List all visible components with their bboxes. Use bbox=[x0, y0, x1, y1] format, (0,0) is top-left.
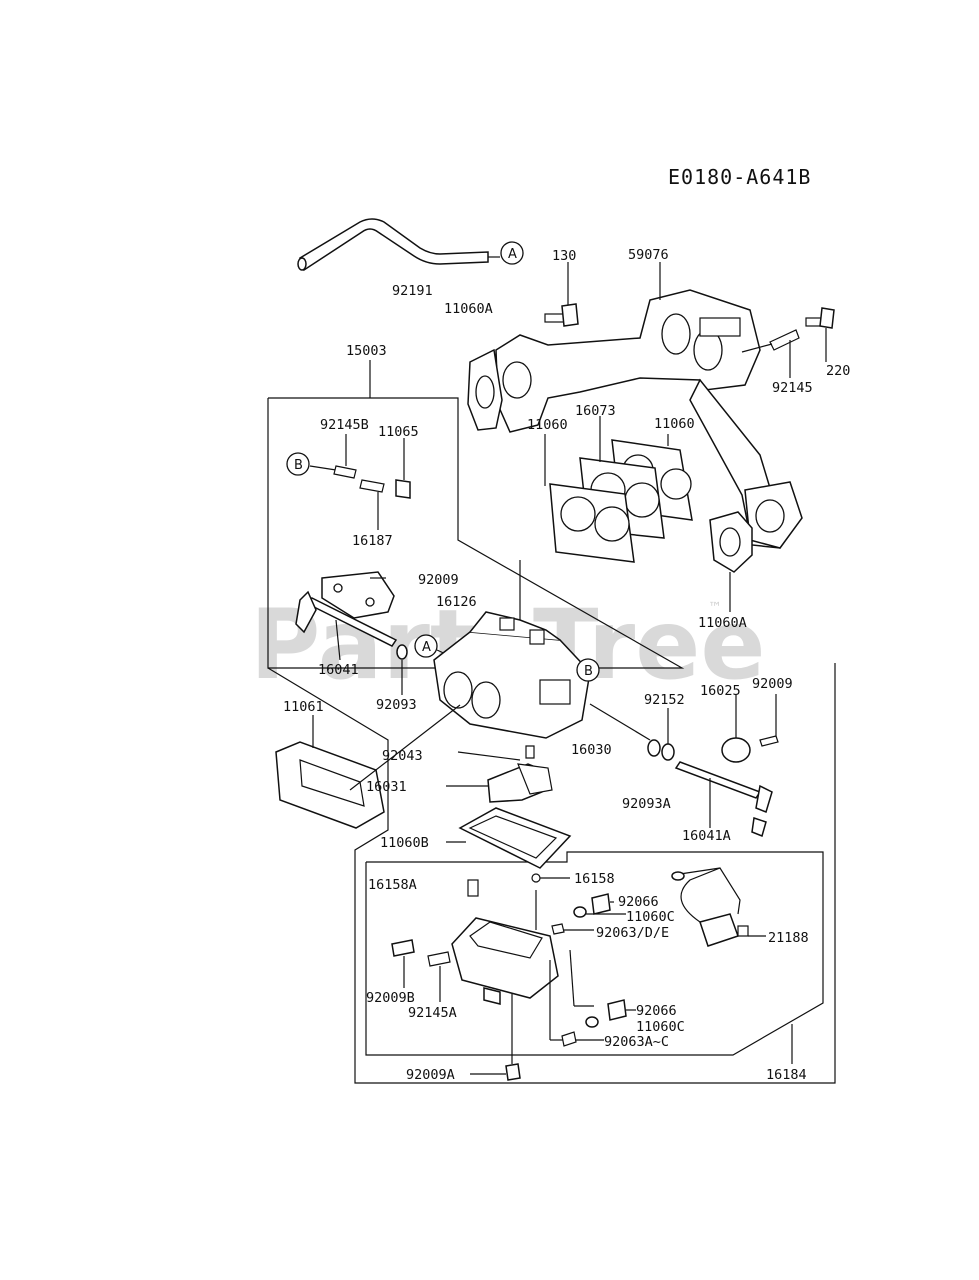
float-16031-part bbox=[446, 763, 553, 803]
diagram-code: E0180-A641B bbox=[668, 165, 811, 189]
gasket-11060a-right bbox=[709, 511, 753, 612]
label-16030: 16030 bbox=[571, 742, 612, 758]
label-92145a: 92145A bbox=[408, 1005, 457, 1021]
choke-plate-part bbox=[321, 571, 395, 619]
label-16158: 16158 bbox=[574, 871, 615, 887]
label-92009-right: 92009 bbox=[752, 676, 793, 692]
label-92066-top: 92066 bbox=[618, 894, 659, 910]
screw-92063ac-part bbox=[561, 1031, 604, 1047]
label-92009-top: 92009 bbox=[418, 572, 459, 588]
spring-92145b-part bbox=[333, 434, 357, 479]
watermark-trademark: ™ bbox=[708, 600, 722, 616]
cap-11065-part bbox=[395, 438, 411, 499]
spring-92145-part bbox=[741, 329, 800, 378]
label-92191: 92191 bbox=[392, 283, 433, 299]
screw-92009b-part bbox=[391, 939, 415, 988]
spring-92145a-part bbox=[427, 951, 451, 1002]
label-92145b: 92145B bbox=[320, 417, 369, 433]
label-11061: 11061 bbox=[283, 699, 324, 715]
ring-11060c-bot-part bbox=[585, 1016, 599, 1028]
callout-a-top: A bbox=[500, 241, 524, 265]
label-92009b: 92009B bbox=[366, 990, 415, 1006]
float-bowl-part bbox=[451, 890, 594, 1064]
label-92066-bot: 92066 bbox=[636, 1003, 677, 1019]
label-16025: 16025 bbox=[700, 683, 741, 699]
label-11065: 11065 bbox=[378, 424, 419, 440]
seal-92152-part bbox=[647, 708, 675, 761]
carburetor-body-part bbox=[433, 560, 591, 739]
label-16073: 16073 bbox=[575, 403, 616, 419]
part-labels: 92191 130 59076 11060A 15003 220 92145 9… bbox=[283, 247, 850, 1083]
label-16031: 16031 bbox=[366, 779, 407, 795]
label-16184: 16184 bbox=[766, 1067, 807, 1083]
label-11060b: 11060B bbox=[380, 835, 429, 851]
fuel-hose-part bbox=[297, 218, 500, 272]
label-92063ac: 92063A~C bbox=[604, 1034, 669, 1050]
screw-92063de-part bbox=[551, 923, 594, 935]
gasket-11060-left bbox=[549, 483, 635, 563]
label-92009a: 92009A bbox=[406, 1067, 455, 1083]
screw-92009a-part bbox=[470, 1063, 521, 1081]
needle-92043-part bbox=[457, 745, 535, 761]
callout-b-mid: B bbox=[576, 658, 600, 682]
label-16126: 16126 bbox=[436, 594, 477, 610]
label-16187: 16187 bbox=[352, 533, 393, 549]
svg-text:A: A bbox=[422, 640, 431, 655]
seal-92093-part bbox=[396, 644, 408, 695]
screw-92009-right-part bbox=[759, 694, 779, 747]
label-130: 130 bbox=[552, 248, 576, 264]
plug-92066-bot-part bbox=[607, 999, 636, 1021]
label-16158a: 16158A bbox=[368, 877, 417, 893]
label-16041a: 16041A bbox=[682, 828, 731, 844]
throttle-shaft-16041a-part bbox=[674, 761, 773, 838]
label-92145: 92145 bbox=[772, 380, 813, 396]
label-11060-left: 11060 bbox=[527, 417, 568, 433]
solenoid-21188-part bbox=[671, 867, 766, 947]
label-21188: 21188 bbox=[768, 930, 809, 946]
assembly-boxes bbox=[267, 360, 836, 1084]
throttle-plate-16025-part bbox=[721, 694, 751, 763]
gasket-11060b-part bbox=[446, 807, 572, 869]
jet-16158a-part bbox=[467, 879, 479, 897]
bolt-220-part bbox=[805, 307, 835, 362]
label-92063de: 92063/D/E bbox=[596, 925, 669, 941]
label-15003: 15003 bbox=[346, 343, 387, 359]
gasket-11060a-top bbox=[467, 348, 503, 431]
label-92093a: 92093A bbox=[622, 796, 671, 812]
label-11060a-right: 11060A bbox=[698, 615, 747, 631]
ring-11060c-top-part bbox=[573, 906, 626, 918]
screw-16187-part bbox=[359, 479, 385, 530]
label-16041: 16041 bbox=[318, 662, 359, 678]
label-220: 220 bbox=[826, 363, 850, 379]
callout-b-left: B bbox=[286, 452, 337, 476]
gasket-11061-part bbox=[275, 704, 461, 829]
svg-text:B: B bbox=[294, 458, 303, 473]
svg-text:A: A bbox=[508, 247, 517, 262]
label-11060-right: 11060 bbox=[654, 416, 695, 432]
jet-16158-part bbox=[531, 873, 570, 883]
choke-shaft-16041-part bbox=[295, 590, 398, 661]
label-59076: 59076 bbox=[628, 247, 669, 263]
label-11060c-top: 11060C bbox=[626, 909, 675, 925]
bolt-130-part bbox=[544, 262, 579, 327]
svg-text:B: B bbox=[584, 664, 593, 679]
intake-manifold-part bbox=[495, 289, 803, 549]
plug-92066-top-part bbox=[591, 893, 614, 915]
label-92043: 92043 bbox=[382, 748, 423, 764]
label-92093: 92093 bbox=[376, 697, 417, 713]
label-92152: 92152 bbox=[644, 692, 685, 708]
label-11060c-bot: 11060C bbox=[636, 1019, 685, 1035]
label-11060a-top: 11060A bbox=[444, 301, 493, 317]
